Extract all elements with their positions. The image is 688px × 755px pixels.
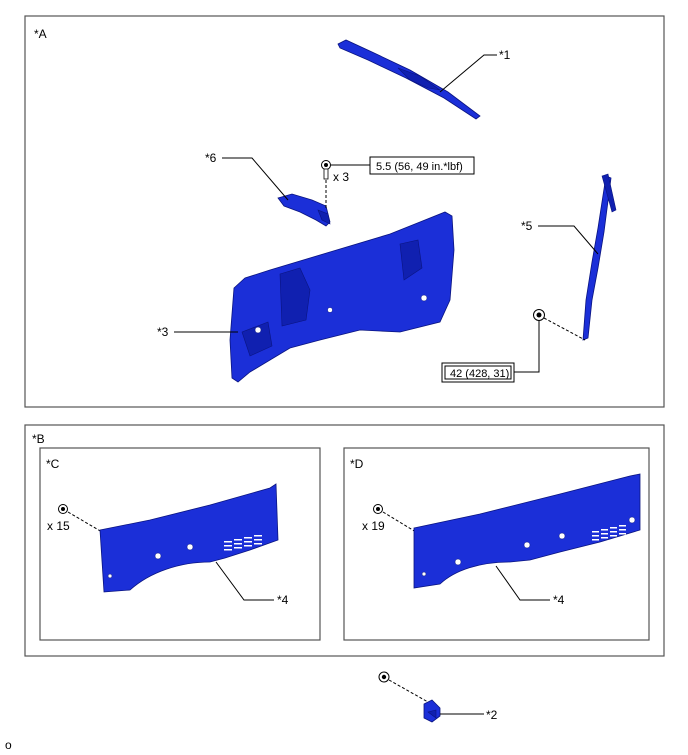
callout-3: *3 (157, 325, 169, 339)
torque-top-value: 5.5 (56, 49 in.*lbf) (376, 161, 463, 173)
view-d-title: *D (350, 457, 364, 471)
clip-icon-c (58, 504, 68, 514)
clip-icon-2 (378, 671, 390, 683)
leader-4-d (495, 565, 550, 601)
leader-1 (439, 54, 497, 93)
callout-6: *6 (205, 151, 217, 165)
part-1-rail (337, 39, 481, 120)
torque-right-value: 42 (428, 31) (450, 368, 509, 380)
torque-box-top (369, 156, 475, 175)
part-4-trim-d (413, 473, 641, 589)
footer-mark: o (5, 738, 12, 752)
part-2-clip (423, 699, 441, 723)
view-d-qty: x 19 (362, 519, 385, 533)
callout-5: *5 (521, 219, 533, 233)
view-a-title: *A (34, 27, 47, 41)
callout-4-c: *4 (277, 593, 289, 607)
part-4-trim-c (99, 483, 279, 593)
clip-dash-d (382, 511, 417, 533)
nut-torque-leader (514, 321, 540, 373)
callout-4-d: *4 (553, 593, 565, 607)
view-d-frame (343, 447, 650, 641)
leader-5 (538, 225, 599, 255)
view-c-title: *C (46, 457, 60, 471)
view-c-qty: x 15 (47, 519, 70, 533)
view-a-frame (24, 15, 665, 408)
view-c-frame (39, 447, 321, 641)
leader-6 (222, 157, 289, 201)
torque-box-right-inner (444, 365, 512, 380)
part-6-bracket (277, 193, 331, 227)
bolt-qty: x 3 (333, 170, 349, 184)
clip-dash-c (67, 511, 103, 533)
callout-1: *1 (499, 48, 511, 62)
part-3-panel (229, 211, 455, 383)
clip-dash-2 (388, 679, 429, 703)
nut-icon (533, 309, 545, 321)
callout-2: *2 (486, 708, 498, 722)
nut-dash-line (543, 317, 586, 341)
part-5-brace (582, 173, 617, 341)
view-b-title: *B (32, 432, 45, 446)
bolt-icon (321, 160, 331, 180)
leader-4-c (215, 561, 274, 601)
clip-icon-d (373, 504, 383, 514)
view-b-frame (24, 424, 665, 657)
